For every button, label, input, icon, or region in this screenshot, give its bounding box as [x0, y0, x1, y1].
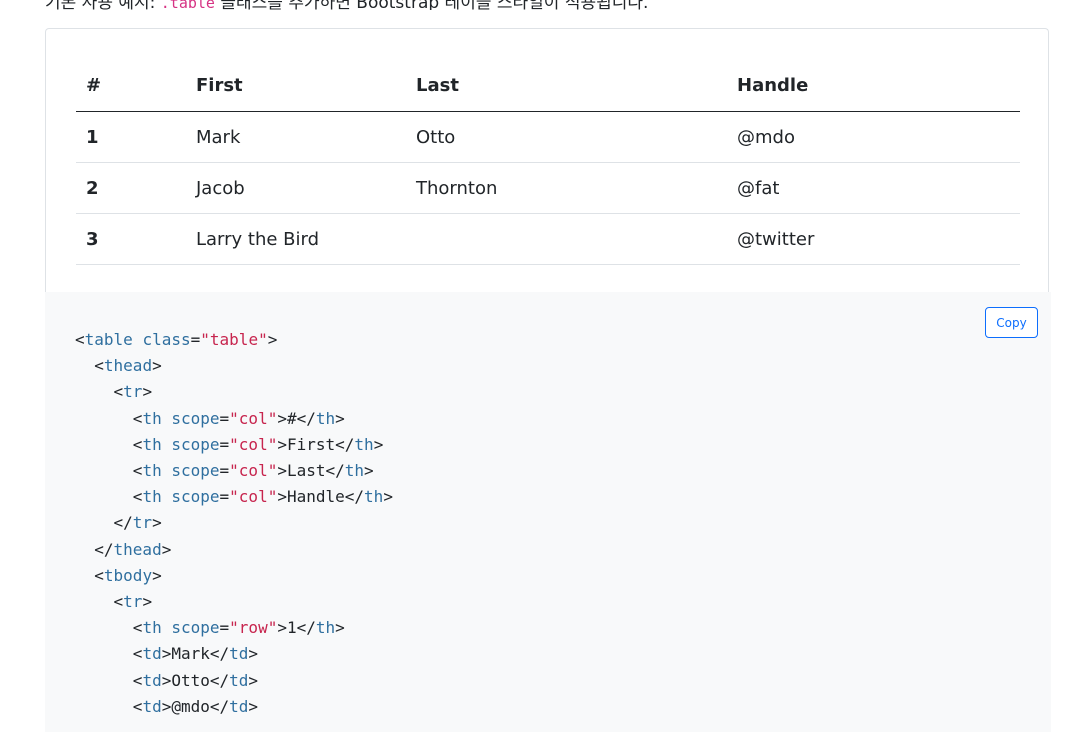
header-index: #	[76, 59, 186, 112]
code-th-text: Handle	[286, 487, 345, 507]
code-scope: row	[238, 618, 268, 638]
cell-last: Otto	[406, 111, 727, 163]
intro-suffix: 클래스를 추가하면 Bootstrap 테이블 스타일이 적용됩니다.	[214, 0, 649, 10]
cell-first: Mark	[186, 111, 406, 163]
example-preview: # First Last Handle 1 Mark Otto @mdo 2 J…	[45, 28, 1049, 292]
cell-last: Thornton	[406, 162, 727, 214]
table-header-row: # First Last Handle	[76, 59, 1020, 112]
header-first: First	[186, 59, 406, 112]
code-th-text: First	[286, 434, 336, 454]
example-table: # First Last Handle 1 Mark Otto @mdo 2 J…	[76, 59, 1020, 265]
header-handle: Handle	[727, 59, 1020, 112]
table-row: 3 Larry the Bird @twitter	[76, 213, 1020, 265]
code-th-text: #	[286, 408, 297, 428]
table-row: 2 Jacob Thornton @fat	[76, 162, 1020, 214]
code-listing: <table class="table"> <thead> <tr> <th s…	[75, 330, 393, 716]
code-scope: col	[238, 434, 268, 454]
code-td-text: Otto	[171, 670, 210, 690]
cell-handle: @fat	[727, 162, 1020, 214]
cell-first: Jacob	[186, 162, 406, 214]
code-row-th: 1	[286, 618, 297, 638]
cell-last	[406, 213, 727, 265]
code-scope: col	[238, 408, 268, 428]
code-scope: col	[238, 487, 268, 507]
header-last: Last	[406, 59, 727, 112]
cell-handle: @twitter	[727, 213, 1020, 265]
row-index: 3	[76, 213, 186, 265]
code-scope: col	[238, 461, 268, 481]
code-th-text: Last	[286, 461, 326, 481]
table-row: 1 Mark Otto @mdo	[76, 111, 1020, 163]
row-index: 2	[76, 162, 186, 214]
code-class-value: table	[209, 330, 259, 349]
copy-button[interactable]: Copy	[985, 307, 1038, 338]
cell-handle: @mdo	[727, 111, 1020, 163]
intro-code: .table	[160, 0, 215, 10]
cell-first: Larry the Bird	[186, 213, 406, 265]
row-index: 1	[76, 111, 186, 163]
code-block: Copy <table class="table"> <thead> <tr> …	[45, 292, 1051, 732]
intro-text: 기본 사용 예시: .table 클래스를 추가하면 Bootstrap 테이블…	[45, 0, 1055, 10]
intro-prefix: 기본 사용 예시:	[45, 0, 161, 10]
code-td-text: Mark	[171, 644, 210, 664]
code-td-text: @mdo	[171, 696, 210, 716]
